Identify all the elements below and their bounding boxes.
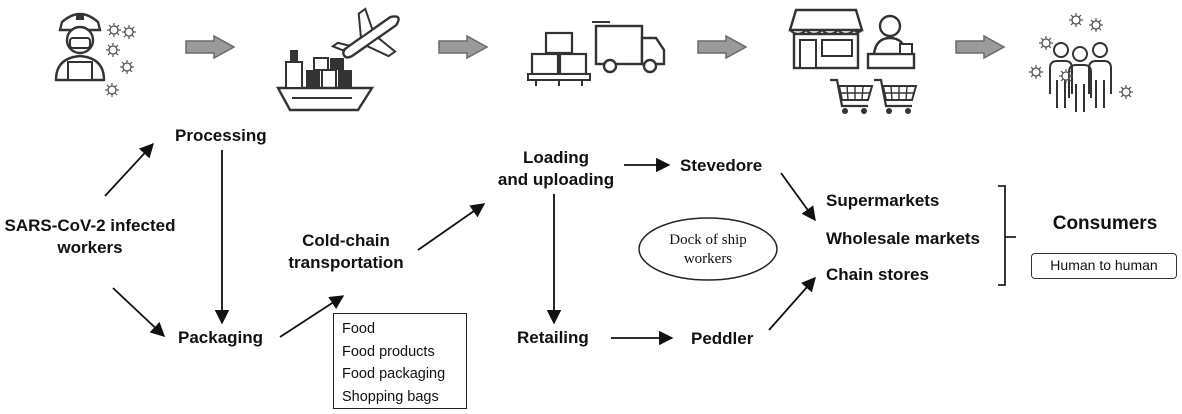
node-processing: Processing xyxy=(175,126,267,145)
retail-bracket xyxy=(998,185,1016,286)
arrow-workers-to-processing xyxy=(104,142,154,197)
airplane-icon xyxy=(330,7,400,59)
flow-arrow-2 xyxy=(438,34,489,60)
ship-icon xyxy=(275,50,375,112)
item-shopping-bags: Shopping bags xyxy=(342,388,439,405)
flow-arrow-3 xyxy=(697,34,748,60)
flow-arrow-1 xyxy=(185,34,236,60)
virus-icon xyxy=(1028,12,1134,100)
people-icon xyxy=(1049,42,1112,113)
node-supermarkets: Supermarkets xyxy=(826,191,940,210)
human-to-human-box: Human to human xyxy=(1031,253,1177,279)
arrow-peddler-to-chainstores xyxy=(768,276,816,331)
item-food-products: Food products xyxy=(342,343,435,360)
node-cold-chain: Cold-chain transportation xyxy=(288,231,404,272)
node-chain-stores: Chain stores xyxy=(826,265,929,284)
node-stevedore: Stevedore xyxy=(680,156,763,175)
arrow-coldchain-to-loading xyxy=(417,203,486,251)
truck-icon xyxy=(592,21,666,74)
node-peddler: Peddler xyxy=(691,329,754,348)
arrow-stevedore-to-supermarkets xyxy=(780,172,816,222)
node-loading: Loading and uploading xyxy=(497,148,615,189)
cashier-icon xyxy=(866,14,916,70)
virus-icon xyxy=(104,22,137,98)
store-icon xyxy=(788,8,864,70)
arrow-workers-to-packaging xyxy=(112,287,166,337)
node-packaging: Packaging xyxy=(178,328,264,347)
node-infected-workers: SARS-CoV-2 infected workers xyxy=(4,216,176,257)
boxes-icon xyxy=(527,31,591,86)
transmission-items-box: Food Food products Food packaging Shoppi… xyxy=(333,313,467,409)
item-food-packaging: Food packaging xyxy=(342,366,446,382)
dock-label: Dock of ship workers xyxy=(669,232,747,267)
shopping-cart-icon xyxy=(828,78,918,116)
dock-ellipse xyxy=(638,217,778,281)
item-food: Food xyxy=(342,321,376,337)
node-consumers: Consumers xyxy=(1052,213,1158,234)
worker-icon xyxy=(54,12,106,82)
arrow-packaging-to-coldchain xyxy=(279,295,345,338)
flow-arrow-4 xyxy=(955,34,1006,60)
node-retailing: Retailing xyxy=(517,328,589,347)
node-wholesale: Wholesale markets xyxy=(826,229,981,248)
